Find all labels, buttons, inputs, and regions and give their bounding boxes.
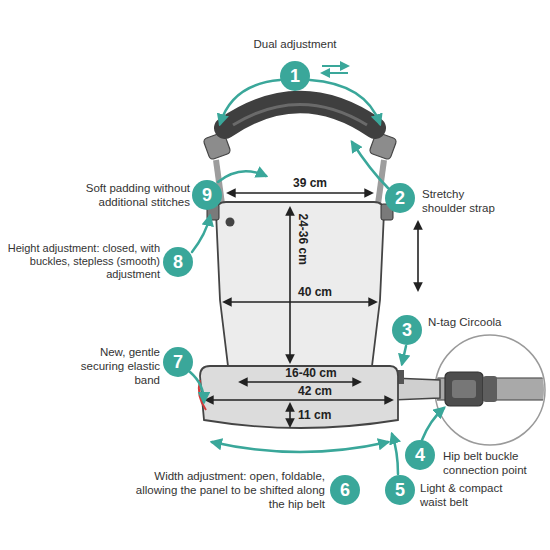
callout-number: 3 <box>402 321 412 339</box>
callout-circle: 9 <box>192 180 222 210</box>
feature-label: Light & compact waist belt <box>420 482 520 510</box>
callout-number: 2 <box>395 189 405 207</box>
callout-circle: 6 <box>330 475 360 505</box>
feature-label: New, gentle securing elastic band <box>58 346 160 387</box>
dimension-label: 24-36 cm <box>296 204 310 274</box>
callout-circle: 2 <box>385 183 415 213</box>
dimension-label: 40 cm <box>285 285 345 299</box>
callout-number: 7 <box>173 353 183 371</box>
waist-belt <box>200 366 398 428</box>
feature-label: Soft padding without additional stitches <box>56 182 190 210</box>
callout-circle: 7 <box>163 347 193 377</box>
feature-label: N-tag Circoola <box>428 316 543 330</box>
carrier-panel <box>216 202 384 366</box>
callout-number: 5 <box>395 481 405 499</box>
feature-label: Width adjustment: open, foldable, allowi… <box>118 470 325 511</box>
dimension-label: 39 cm <box>280 176 340 190</box>
feature-label: Height adjustment: closed, with buckles,… <box>4 242 160 282</box>
callout-circle: 4 <box>405 440 435 470</box>
callout-number: 1 <box>290 67 300 85</box>
callout-number: 6 <box>340 481 350 499</box>
callout-circle: 3 <box>392 315 422 345</box>
dimension-label: 11 cm <box>298 408 348 422</box>
callout-number: 9 <box>202 186 212 204</box>
feature-label: Hip belt buckle connection point <box>443 450 547 478</box>
feature-label: Stretchy shoulder strap <box>422 188 508 216</box>
dimension-label: 16-40 cm <box>276 366 346 380</box>
callout-number: 8 <box>173 253 183 271</box>
shoulder-padding <box>225 102 375 128</box>
dimension-label: 42 cm <box>285 384 345 398</box>
callout-circle: 1 <box>280 61 310 91</box>
callout-number: 4 <box>415 446 425 464</box>
callout-circle: 8 <box>163 247 193 277</box>
feature-label: Dual adjustment <box>210 38 380 52</box>
callout-circle: 5 <box>385 475 415 505</box>
